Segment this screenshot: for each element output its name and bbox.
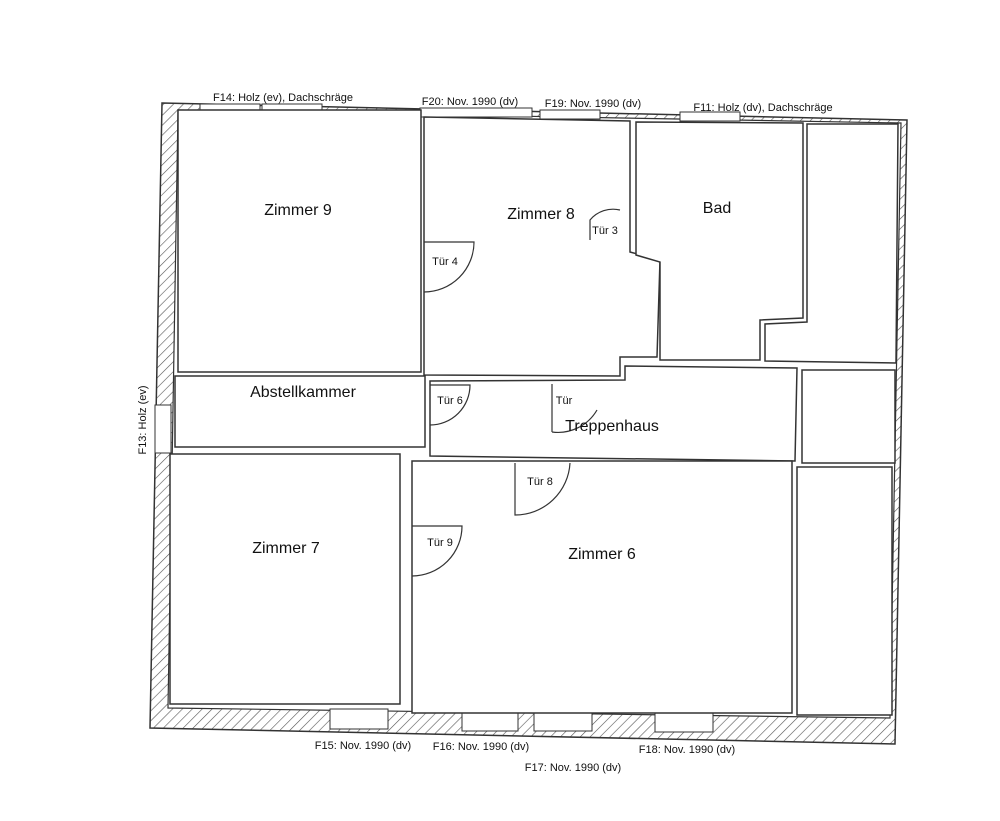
room-small-right-mid	[801, 369, 896, 464]
door-swing-tuer4	[423, 241, 475, 293]
window-label-f19: F19: Nov. 1990 (dv)	[545, 98, 641, 110]
door-label-tuer9: Tür 9	[427, 537, 453, 549]
room-label-zimmer6: Zimmer 6	[568, 546, 636, 563]
room-zimmer6	[411, 460, 793, 714]
room-abstellkammer	[174, 375, 426, 448]
room-zimmer8	[423, 116, 661, 377]
door-swings	[411, 208, 621, 577]
door-swing-tuer3	[589, 208, 621, 240]
window-label-f17: F17: Nov. 1990 (dv)	[525, 762, 621, 774]
window-label-f15: F15: Nov. 1990 (dv)	[315, 740, 411, 752]
door-swing-tuer6	[429, 384, 471, 426]
room-bad	[635, 121, 804, 361]
window-openings	[154, 103, 741, 733]
room-zimmer7	[169, 453, 401, 705]
window-label-f11: F11: Holz (dv), Dachschräge	[693, 102, 832, 114]
room-small-right-top	[764, 123, 899, 364]
room-zimmer9	[177, 109, 422, 373]
door-swing-tuer8	[514, 462, 571, 516]
window-label-f13: F13: Holz (ev)	[137, 385, 149, 454]
door-label-tuer3: Tür 3	[592, 225, 618, 237]
door-label-treppe: Tür	[556, 395, 573, 407]
room-label-treppenhaus: Treppenhaus	[565, 418, 659, 435]
room-label-zimmer9: Zimmer 9	[264, 202, 332, 219]
door-swing-treppe	[551, 384, 598, 434]
window-label-f18: F18: Nov. 1990 (dv)	[639, 744, 735, 756]
window-label-f14: F14: Holz (ev), Dachschräge	[213, 92, 353, 104]
room-label-zimmer7: Zimmer 7	[252, 540, 320, 557]
window-label-f16: F16: Nov. 1990 (dv)	[433, 741, 529, 753]
room-walls	[169, 109, 899, 716]
door-label-tuer6: Tür 6	[437, 395, 463, 407]
door-label-tuer8: Tür 8	[527, 476, 553, 488]
window-label-f20: F20: Nov. 1990 (dv)	[422, 96, 518, 108]
room-treppenhaus	[429, 365, 798, 462]
room-small-right-bottom	[796, 466, 893, 716]
room-label-bad: Bad	[703, 200, 731, 217]
door-label-tuer4: Tür 4	[432, 256, 458, 268]
room-label-abstellkammer: Abstellkammer	[250, 384, 356, 401]
room-label-zimmer8: Zimmer 8	[507, 206, 575, 223]
door-swing-tuer9	[411, 525, 463, 577]
